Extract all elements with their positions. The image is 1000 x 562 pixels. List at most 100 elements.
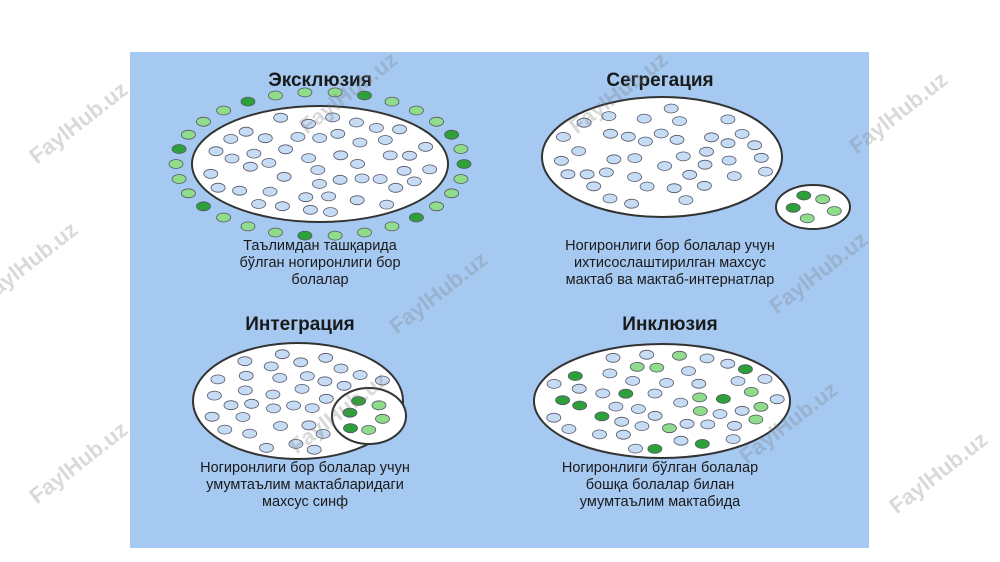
child-dot — [815, 194, 831, 205]
excluded-child-dot — [171, 174, 187, 184]
child-dot — [753, 152, 769, 163]
child-dot — [678, 195, 694, 206]
excluded-child-dot — [268, 227, 283, 238]
child-dot — [301, 153, 317, 163]
excluded-child-dot — [384, 96, 400, 107]
child-dot — [310, 165, 326, 175]
child-dot — [299, 371, 315, 382]
child-dot — [692, 392, 707, 403]
child-dot — [332, 174, 348, 185]
child-dot — [726, 171, 742, 181]
excluded-child-dot — [456, 159, 472, 169]
child-dot — [294, 383, 310, 394]
child-dot — [273, 421, 288, 431]
child-dot — [571, 383, 587, 394]
dots-group — [168, 87, 842, 455]
child-dot — [262, 186, 278, 197]
excluded-child-dot — [429, 201, 444, 212]
child-dot — [747, 140, 763, 151]
child-dot — [352, 137, 368, 148]
child-dot — [546, 378, 562, 389]
child-dot — [704, 132, 719, 143]
panel-title-exclusion: Эксклюзия — [268, 70, 372, 91]
child-dot — [721, 155, 737, 166]
child-dot — [618, 388, 634, 399]
child-dot — [663, 103, 679, 114]
child-dot — [620, 131, 636, 142]
child-dot — [350, 159, 366, 169]
child-dot — [561, 424, 577, 434]
child-dot — [672, 116, 687, 126]
child-dot — [694, 438, 710, 449]
excluded-child-dot — [196, 116, 211, 127]
caption-line: мактаб ва мактаб-интернатлар — [565, 272, 775, 288]
excluded-child-dot — [181, 188, 196, 199]
caption-line: Таълимдан ташқарида — [243, 238, 397, 254]
child-dot — [318, 352, 334, 363]
child-dot — [720, 114, 736, 125]
child-dot — [288, 438, 304, 449]
child-dot — [257, 133, 273, 144]
child-dot — [290, 132, 306, 142]
child-dot — [679, 418, 695, 429]
child-dot — [605, 352, 621, 363]
child-dot — [354, 173, 370, 184]
child-dot — [638, 136, 653, 147]
caption-line: Ногиронлиги бор болалар учун — [200, 460, 410, 476]
child-dot — [734, 129, 750, 139]
child-dot — [602, 193, 618, 204]
child-dot — [546, 412, 562, 423]
child-dot — [379, 199, 395, 210]
child-dot — [720, 358, 736, 369]
panel-title-inclusion: Инклюзия — [622, 314, 718, 335]
child-dot — [349, 195, 365, 206]
child-dot — [692, 406, 708, 416]
caption-inclusion: Ногиронлиги бўлган болалар бошқа болалар… — [510, 460, 810, 511]
child-dot — [304, 403, 320, 414]
child-dot — [293, 357, 309, 368]
caption-line: умумтаълим мактабларидаги — [206, 477, 404, 493]
child-dot — [371, 400, 387, 411]
child-dot — [251, 199, 267, 209]
excluded-child-dot — [384, 221, 400, 232]
excluded-child-dot — [268, 90, 283, 101]
diagram-panel: Эксклюзия Сегрегация Интеграция Инклюзия… — [130, 52, 869, 548]
child-dot — [243, 161, 258, 172]
excluded-child-dot — [216, 105, 231, 116]
child-dot — [274, 201, 290, 212]
segregation-small-circle — [775, 184, 851, 230]
excluded-child-dot — [216, 212, 231, 223]
child-dot — [388, 182, 404, 193]
caption-exclusion: Таълимдан ташқарида бўлган ногиронлиги б… — [190, 238, 450, 289]
child-dot — [368, 123, 384, 133]
child-dot — [235, 412, 251, 422]
child-dot — [681, 366, 696, 376]
child-dot — [555, 395, 571, 406]
child-dot — [615, 429, 631, 440]
child-dot — [758, 166, 773, 177]
excluded-child-dot — [408, 212, 424, 223]
child-dot — [748, 414, 764, 425]
child-dot — [208, 146, 224, 157]
child-dot — [342, 407, 358, 418]
child-dot — [224, 153, 240, 164]
watermark: FaylHub.uz — [24, 76, 133, 169]
child-dot — [699, 353, 715, 364]
child-dot — [374, 375, 390, 386]
excluded-child-dot — [453, 174, 469, 184]
child-dot — [333, 150, 349, 161]
excluded-child-dot — [240, 96, 256, 107]
excluded-child-dot — [297, 87, 313, 98]
child-dot — [323, 207, 338, 217]
child-dot — [682, 169, 698, 180]
child-dot — [628, 443, 643, 454]
child-dot — [769, 394, 785, 405]
child-dot — [204, 411, 220, 422]
child-dot — [666, 183, 682, 194]
excluded-child-dot — [171, 144, 187, 154]
child-dot — [306, 444, 322, 455]
child-dot — [560, 169, 576, 180]
child-dot — [246, 148, 262, 159]
child-dot — [223, 134, 239, 144]
child-dot — [266, 403, 281, 414]
